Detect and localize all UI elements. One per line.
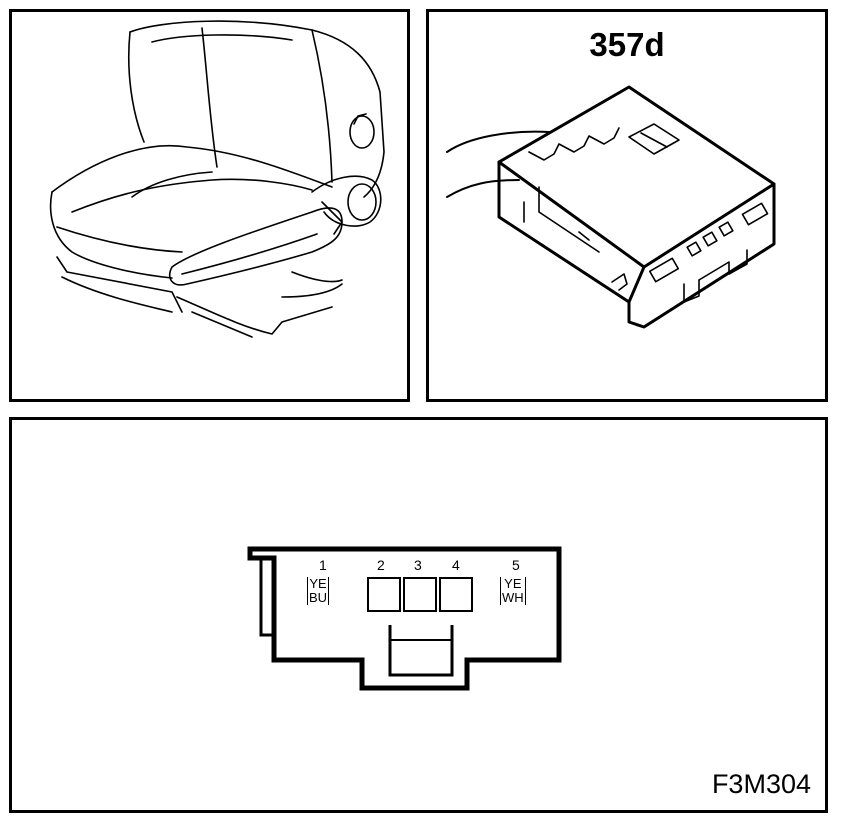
pin-number-4: 4 bbox=[452, 557, 460, 573]
pin-number-5: 5 bbox=[512, 557, 520, 573]
connector-illustration-panel: 357d bbox=[426, 9, 828, 402]
pin-1-wire-color-2: BU bbox=[309, 590, 328, 605]
figure-id: F3M304 bbox=[711, 769, 811, 799]
pin-5-wire-colors: YE WH bbox=[500, 577, 526, 605]
pinout-panel: 1 2 3 4 5 YE BU YE WH F3M304 bbox=[9, 417, 828, 813]
pin-5-wire-color-1: YE bbox=[504, 576, 522, 591]
seat-illustration bbox=[49, 20, 385, 338]
pin-1-wire-color-1: YE bbox=[309, 576, 327, 591]
pin-number-2: 2 bbox=[377, 557, 385, 573]
pin-1-wire-colors: YE BU bbox=[307, 576, 330, 605]
pin-5-wire-color-2: WH bbox=[502, 590, 524, 605]
connector-label: 357d bbox=[589, 26, 665, 63]
pin-number-3: 3 bbox=[414, 557, 422, 573]
connector-face-diagram bbox=[247, 546, 562, 691]
pin-number-1: 1 bbox=[319, 557, 327, 573]
connector-illustration bbox=[446, 85, 776, 329]
seat-illustration-panel bbox=[9, 9, 410, 402]
